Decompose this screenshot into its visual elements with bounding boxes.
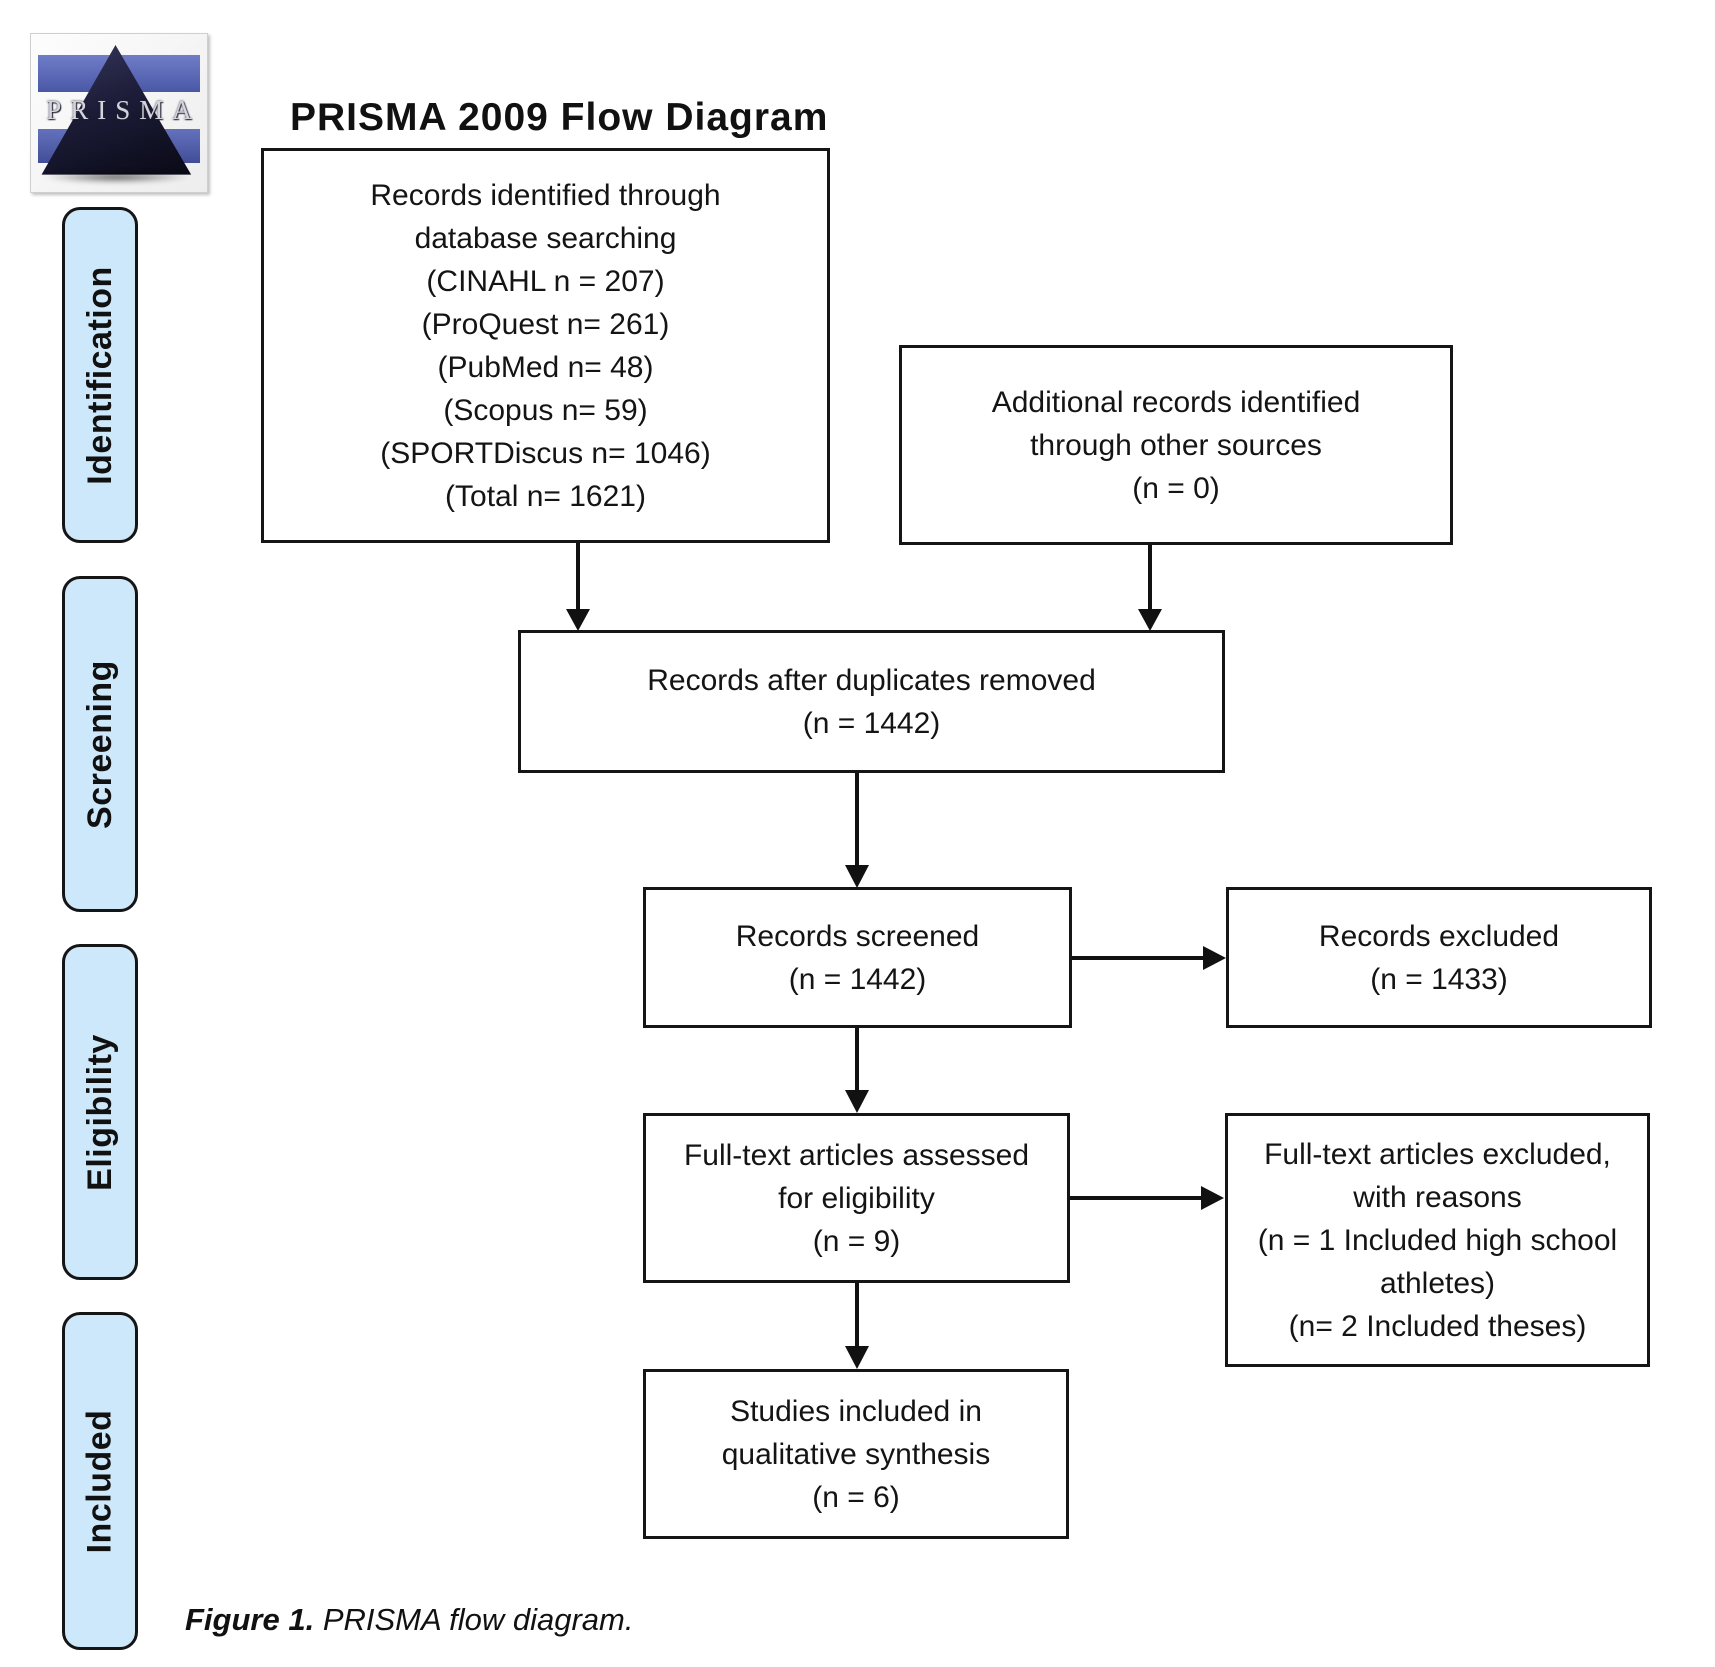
box-records-excluded: Records excluded (n = 1433) <box>1226 887 1652 1028</box>
box-studies-included-text: Studies included in qualitative synthesi… <box>721 1394 991 1514</box>
page-title: PRISMA 2009 Flow Diagram <box>290 96 829 139</box>
arrow-fulltext-to-ftexcluded <box>1070 1186 1224 1210</box>
phase-tab-label: Eligibility <box>80 1033 119 1191</box>
box-fulltext-excluded-text: Full-text articles excluded, with reason… <box>1257 1137 1618 1343</box>
box-fulltext-assessed-text: Full-text articles assessed for eligibil… <box>683 1138 1030 1258</box>
box-records-screened-text: Records screened (n = 1442) <box>735 919 980 996</box>
box-additional-records-text: Additional records identified through ot… <box>991 385 1361 505</box>
figure-caption-text: PRISMA flow diagram. <box>314 1602 634 1637</box>
arrow-screened-to-fulltext <box>845 1028 869 1113</box>
phase-tab-included: Included <box>62 1312 138 1650</box>
arrow-duplicates-to-screened <box>845 773 869 888</box>
phase-tab-label: Screening <box>80 659 119 829</box>
box-after-duplicates: Records after duplicates removed (n = 14… <box>518 630 1225 773</box>
logo-wordmark: PRISMA <box>46 95 201 125</box>
arrow-identified-to-duplicates <box>566 543 590 631</box>
box-records-identified: Records identified through database sear… <box>261 148 830 543</box>
phase-tab-label: Identification <box>80 265 119 485</box>
box-additional-records: Additional records identified through ot… <box>899 345 1453 545</box>
prisma-logo: PRISMA <box>30 33 208 193</box>
box-fulltext-assessed: Full-text articles assessed for eligibil… <box>643 1113 1070 1283</box>
figure-caption-label: Figure 1. <box>185 1602 315 1637</box>
box-records-identified-text: Records identified through database sear… <box>370 178 721 513</box>
arrow-screened-to-excluded <box>1072 946 1226 970</box>
box-fulltext-excluded: Full-text articles excluded, with reason… <box>1225 1113 1650 1367</box>
box-studies-included: Studies included in qualitative synthesi… <box>643 1369 1069 1539</box>
phase-tab-eligibility: Eligibility <box>62 944 138 1280</box>
arrow-fulltext-to-included <box>845 1283 869 1369</box>
figure-caption: Figure 1. PRISMA flow diagram. <box>185 1602 633 1638</box>
box-records-excluded-text: Records excluded (n = 1433) <box>1318 919 1560 996</box>
box-after-duplicates-text: Records after duplicates removed (n = 14… <box>647 663 1096 740</box>
phase-tab-screening: Screening <box>62 576 138 912</box>
box-records-screened: Records screened (n = 1442) <box>643 887 1072 1028</box>
phase-tab-identification: Identification <box>62 207 138 543</box>
phase-tab-label: Included <box>80 1409 119 1553</box>
triangle-shadow <box>41 169 192 185</box>
arrow-additional-to-duplicates <box>1138 545 1162 631</box>
